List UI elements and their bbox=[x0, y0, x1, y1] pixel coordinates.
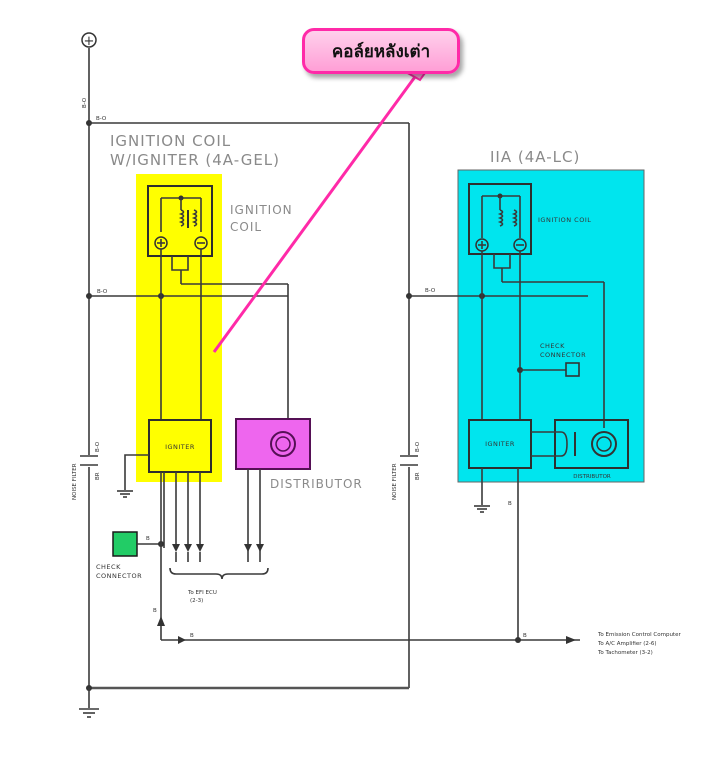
svg-text:IGNITER: IGNITER bbox=[485, 440, 515, 448]
noise-filter-label-right: NOISE FILTER bbox=[392, 463, 398, 500]
check-connector-left bbox=[112, 531, 138, 557]
left-unit-subtitle: W/IGNITER (4A-GEL) bbox=[110, 151, 280, 169]
wire-label-bo-vertical: B-O bbox=[82, 97, 88, 108]
svg-text:BR: BR bbox=[415, 472, 421, 480]
svg-text:B: B bbox=[153, 608, 157, 614]
left-coil-label: IGNITION bbox=[230, 203, 293, 217]
svg-text:CHECK: CHECK bbox=[540, 342, 565, 350]
right-coil-label: IGNITION COIL bbox=[538, 216, 591, 224]
output-emission-label: To Emission Control Computer bbox=[597, 632, 681, 638]
svg-text:CHECK: CHECK bbox=[96, 563, 121, 571]
noise-filter-label-left: NOISE FILTER bbox=[72, 463, 78, 500]
to-efi-label: To EFI ECU bbox=[187, 590, 217, 596]
svg-text:DISTRIBUTOR: DISTRIBUTOR bbox=[573, 474, 611, 480]
wire-label-bo-right: B-O bbox=[425, 288, 436, 294]
right-unit-title: IIA (4A-LC) bbox=[490, 148, 580, 166]
svg-text:B: B bbox=[190, 633, 194, 639]
distributor-left bbox=[235, 418, 311, 470]
efi-bracket bbox=[169, 567, 269, 580]
wire-label-bo-top: B-O bbox=[96, 116, 107, 122]
distributor-right bbox=[554, 419, 629, 469]
output-tach-label: To Tachometer (3-2) bbox=[597, 650, 653, 656]
svg-text:B-O: B-O bbox=[95, 441, 101, 452]
svg-text:B-O: B-O bbox=[415, 441, 421, 452]
wire-label-bo-left: B-O bbox=[97, 289, 108, 295]
igniter-right bbox=[468, 419, 532, 469]
battery-positive-icon bbox=[81, 32, 97, 48]
connector-arrow-icon bbox=[178, 636, 186, 644]
check-connector-right bbox=[565, 362, 580, 377]
callout-label: คอล์ยหลังเต่า bbox=[302, 28, 460, 74]
igniter-output-wires bbox=[163, 472, 204, 562]
output-arrow-icon bbox=[566, 636, 576, 644]
svg-text:B: B bbox=[146, 536, 150, 542]
svg-text:B: B bbox=[508, 501, 512, 507]
ignition-coil-right bbox=[468, 183, 532, 255]
svg-text:IGNITER: IGNITER bbox=[165, 443, 195, 451]
svg-text:BR: BR bbox=[95, 472, 101, 480]
svg-text:B: B bbox=[523, 633, 527, 639]
left-unit-title: IGNITION COIL bbox=[110, 132, 231, 150]
distributor-rotor-icon bbox=[596, 436, 612, 452]
igniter-left bbox=[148, 419, 212, 473]
iia-block bbox=[457, 169, 645, 483]
svg-text:COIL: COIL bbox=[230, 220, 262, 234]
svg-text:(2-3): (2-3) bbox=[190, 598, 203, 604]
output-ac-label: To A/C Amplifier (2-6) bbox=[597, 641, 657, 647]
ignition-coil-left bbox=[147, 185, 213, 257]
left-check-connector-label: CONNECTOR bbox=[96, 572, 142, 580]
callout-pointer bbox=[212, 69, 422, 353]
connector-arrow-icon bbox=[157, 616, 165, 626]
primary-winding-icon bbox=[178, 209, 185, 227]
distributor-rotor-icon bbox=[275, 436, 291, 452]
secondary-winding-icon bbox=[191, 209, 198, 227]
battery-positive-symbol: + bbox=[84, 34, 95, 49]
left-distributor-label: DISTRIBUTOR bbox=[270, 477, 363, 491]
right-check-connector-label: CONNECTOR bbox=[540, 351, 586, 359]
